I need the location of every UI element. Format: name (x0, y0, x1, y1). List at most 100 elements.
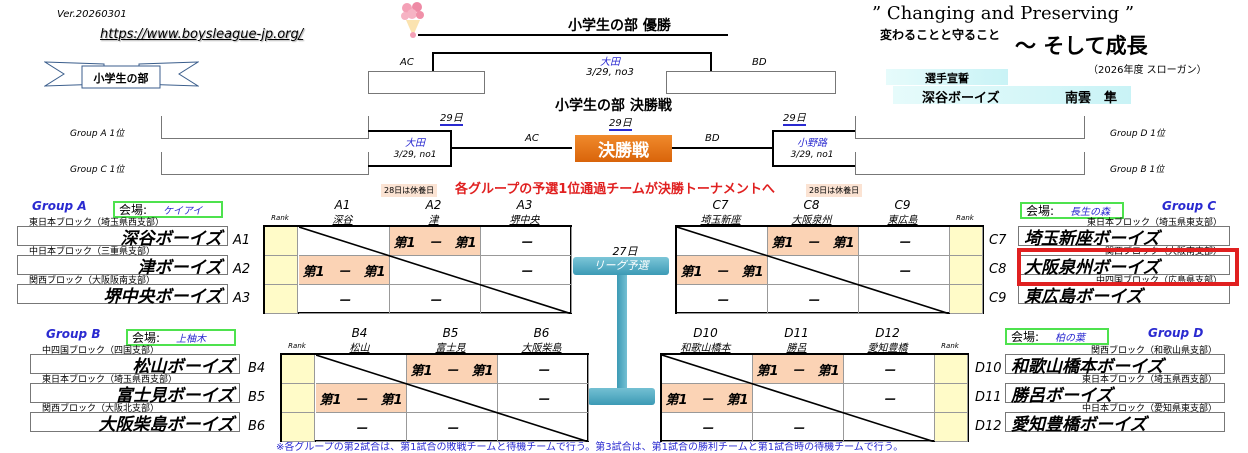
semi-right-day: 29日 (783, 109, 806, 126)
finalist-ac-slot[interactable] (368, 71, 485, 94)
group-c-rank-cell[interactable] (950, 227, 983, 256)
match-cell[interactable]: － (407, 413, 498, 442)
group-c-rank-cell[interactable] (950, 256, 983, 285)
match-cell[interactable] (768, 256, 859, 285)
match-cell[interactable]: － (844, 384, 935, 413)
match-cell[interactable]: － (481, 256, 572, 285)
match-cell[interactable]: － (677, 285, 768, 314)
group-c-col-code: C9 (894, 198, 911, 212)
match-cell[interactable]: 第1 － 第1 (316, 384, 407, 413)
group-a-venue-box: 会場:ケイアイ (113, 201, 223, 218)
match-cell[interactable]: － (316, 413, 407, 442)
group-b-row-code: B5 (248, 390, 266, 405)
semi-left-line (452, 147, 572, 149)
team-block-label: 中四国ブロック（広島県支部） (1095, 276, 1222, 286)
team-name-box[interactable]: 和歌山橋本ボーイズ (1005, 354, 1225, 377)
match-cell[interactable]: － (859, 227, 950, 256)
group-a-rank-header: Rank (271, 214, 289, 222)
semi-right-bottom-slot[interactable] (855, 152, 1085, 175)
match-cell[interactable] (390, 256, 481, 285)
team-name-box[interactable]: 堺中央ボーイズ (17, 284, 228, 307)
match-cell[interactable]: 第1 － 第1 (753, 355, 844, 384)
footnote: ※各グループの第2試合は、第1試合の敗戦チームと待機チームで行う。第3試合は、第… (276, 442, 904, 453)
group-c-rank-cell[interactable] (950, 285, 983, 314)
match-cell[interactable]: 第1 － 第1 (677, 256, 768, 285)
venue-name: ケイアイ (163, 206, 203, 217)
group-a-rank-cell[interactable] (265, 227, 298, 256)
group-d-rank-cell[interactable] (935, 384, 968, 413)
semi-left-top-slot[interactable] (161, 116, 369, 139)
group-c-col-code: C7 (712, 198, 729, 212)
match-cell[interactable] (407, 384, 498, 413)
match-cell[interactable] (662, 355, 753, 384)
match-cell[interactable] (677, 227, 768, 256)
team-name-box[interactable]: 松山ボーイズ (30, 354, 240, 377)
finalist-bd-slot[interactable] (666, 71, 836, 94)
group-d-rank-cell[interactable] (935, 355, 968, 384)
team-name-box[interactable]: 勝呂ボーイズ (1005, 383, 1225, 406)
match-cell[interactable]: － (768, 285, 859, 314)
match-cell[interactable]: － (481, 227, 572, 256)
team-name-box[interactable]: 愛知豊橋ボーイズ (1005, 412, 1225, 435)
group-a-col-code: A3 (516, 198, 533, 212)
match-cell[interactable] (299, 227, 390, 256)
match-cell[interactable]: － (753, 413, 844, 442)
group-b-rank-cell[interactable] (282, 413, 315, 442)
group-b-venue-box: 会場:上柚木 (126, 329, 236, 346)
match-cell[interactable]: 第1 － 第1 (768, 227, 859, 256)
group-d-col-team: 愛知豊橋 (867, 343, 908, 354)
version-label: Ver.20260301 (57, 9, 127, 20)
group-d-venue-box: 会場:柏の葉 (1005, 328, 1109, 345)
match-cell[interactable]: 第1 － 第1 (299, 256, 390, 285)
match-cell[interactable]: － (299, 285, 390, 314)
final-day: 29日 (609, 114, 632, 131)
group-c-col-team: 埼玉新座 (700, 215, 741, 226)
group-a-col-team: 堺中央 (509, 215, 540, 226)
match-cell[interactable]: － (662, 413, 753, 442)
match-cell[interactable]: 第1 － 第1 (390, 227, 481, 256)
match-cell[interactable] (859, 285, 950, 314)
match-cell[interactable] (481, 285, 572, 314)
group-b-rank-cell[interactable] (282, 384, 315, 413)
match-cell[interactable] (753, 384, 844, 413)
semi-right-top-slot[interactable] (855, 116, 1085, 139)
team-name-box[interactable]: 埼玉新座ボーイズ (1018, 226, 1230, 249)
seed-group-d: Group D 1位 (1110, 129, 1165, 139)
match-cell[interactable]: － (498, 355, 589, 384)
ribbon-icon (44, 61, 199, 89)
team-name-box[interactable]: 大阪柴島ボーイズ (30, 412, 240, 435)
semi-left-label: AC (525, 133, 539, 144)
match-cell[interactable]: － (859, 256, 950, 285)
champion-line (418, 34, 728, 36)
oath-label-bar (886, 69, 1008, 85)
final-button[interactable]: 決勝戦 (575, 135, 672, 162)
seed-group-b: Group B 1位 (1110, 165, 1165, 175)
match-cell[interactable]: 第1 － 第1 (407, 355, 498, 384)
match-cell[interactable]: 第1 － 第1 (662, 384, 753, 413)
group-b-rank-cell[interactable] (282, 355, 315, 384)
match-cell[interactable]: － (390, 285, 481, 314)
group-a-rank-cell[interactable] (265, 256, 298, 285)
semi-left-bottom-slot[interactable] (161, 152, 369, 175)
match-cell[interactable]: － (844, 355, 935, 384)
team-name-box[interactable]: 東広島ボーイズ (1018, 284, 1230, 307)
team-block-label: 関西ブロック（大阪北支部） (42, 404, 160, 414)
team-name-box[interactable]: 富士見ボーイズ (30, 383, 240, 406)
final-date: 3/29, no3 (586, 67, 634, 78)
match-cell[interactable]: － (498, 384, 589, 413)
team-name-box[interactable]: 深谷ボーイズ (17, 226, 228, 249)
team-name-box[interactable]: 津ボーイズ (17, 255, 228, 278)
group-b-row-code: B6 (248, 419, 266, 434)
group-d-rank-cell[interactable] (935, 413, 968, 442)
league-base (588, 388, 655, 405)
group-a-col-code: A1 (334, 198, 351, 212)
match-cell[interactable] (498, 413, 589, 442)
group-c-col-code: C8 (803, 198, 820, 212)
slogan-note: （2026年度 スローガン） (1088, 65, 1207, 76)
match-cell[interactable] (316, 355, 407, 384)
website-link[interactable]: https://www.boysleague-jp.org/ (100, 27, 304, 42)
group-a-rank-cell[interactable] (265, 285, 298, 314)
seed-group-a: Group A 1位 (70, 129, 125, 139)
match-cell[interactable] (844, 413, 935, 442)
group-c-row-code: C7 (989, 233, 1007, 248)
